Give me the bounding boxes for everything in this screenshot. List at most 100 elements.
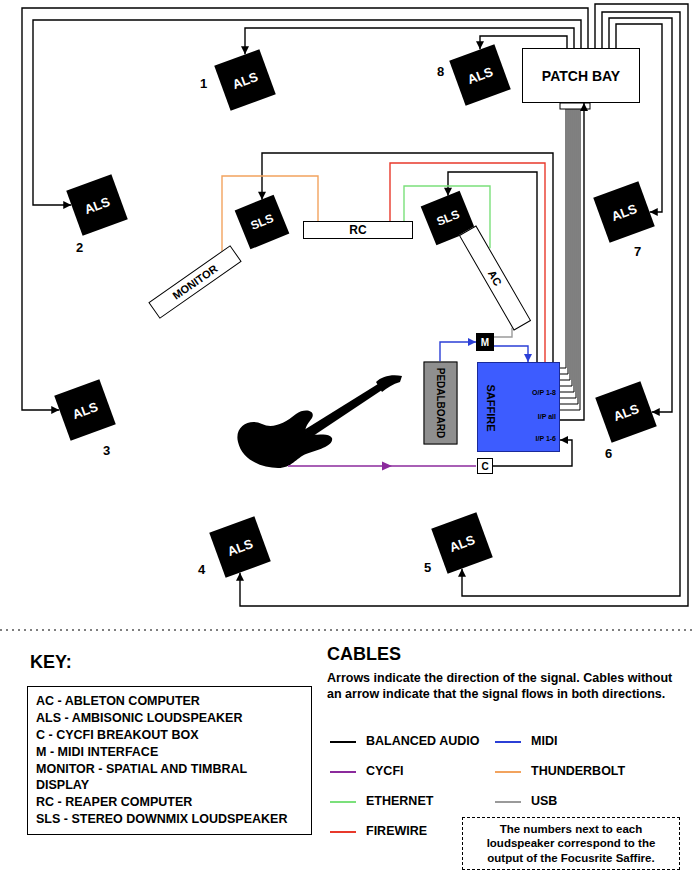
key-entry: M - MIDI INTERFACE (36, 744, 158, 761)
ambisonic-loudspeaker: ALS (209, 516, 271, 578)
cable-connector (560, 103, 584, 420)
cable-connector (440, 342, 476, 362)
node-label: SLS (435, 207, 462, 229)
computer-box: RC (303, 221, 413, 239)
arrowhead (382, 462, 392, 471)
callout-number: 6 (605, 446, 612, 461)
callout-number: 8 (437, 64, 444, 79)
node-label: ALS (230, 69, 260, 92)
node-label: AC (486, 268, 504, 288)
node-label: O/P 1-8 (532, 389, 556, 396)
legend-swatch (330, 771, 356, 773)
ambisonic-loudspeaker: ALS (66, 174, 128, 236)
node-label: ALS (611, 401, 641, 424)
node-label: ALS (225, 536, 255, 559)
arrowhead (236, 573, 244, 581)
node-label: RC (349, 223, 366, 237)
guitar-headstock (376, 375, 402, 392)
cable-connector (494, 346, 528, 362)
legend-text: THUNDERBOLT (531, 764, 625, 778)
legend-text: ETHERNET (366, 794, 433, 808)
midi-interface-box: M (476, 333, 494, 351)
legend-text: BALANCED AUDIO (366, 734, 479, 748)
key-entry: SLS - STEREO DOWNMIX LOUDSPEAKER (36, 811, 287, 828)
ambisonic-loudspeaker: ALS (595, 381, 657, 443)
cables-note: Arrows indicate the direction of the sig… (327, 670, 682, 703)
patch-bay-box: PATCH BAY (522, 48, 640, 103)
callout-number: 4 (198, 562, 205, 577)
cable-line (560, 103, 578, 404)
node-label: MONITOR (170, 262, 219, 302)
node-label: ALS (447, 532, 477, 555)
node-label: ALS (609, 201, 639, 224)
cable-bundle (560, 103, 580, 410)
cable-line (560, 103, 572, 386)
cable-connector (240, 4, 688, 606)
node-label: ALS (70, 399, 100, 422)
key-entry: MONITOR - SPATIAL AND TIMBRAL DISPLAY (36, 761, 303, 795)
ambisonic-loudspeaker: ALS (214, 49, 276, 111)
key-heading: KEY: (30, 652, 72, 673)
cable-line (560, 103, 574, 392)
note-box: The numbers next to each loudspeaker cor… (462, 817, 680, 870)
legend-swatch (330, 831, 356, 833)
node-label: SLS (249, 211, 276, 233)
legend-text: USB (531, 794, 557, 808)
cable-connector (462, 12, 680, 596)
arrowhead (652, 408, 660, 416)
cable-connector (494, 328, 512, 337)
legend-text: CYCFI (366, 764, 404, 778)
cable-line (560, 103, 570, 380)
legend-swatch (330, 741, 356, 743)
breakout-box: C (477, 458, 493, 474)
note-text: The numbers next to each loudspeaker cor… (471, 822, 671, 865)
cable-connector (33, 20, 581, 205)
pedalboard-box: PEDALBOARD (423, 362, 457, 445)
node-label: SAFFIRE (485, 384, 497, 431)
guitar-neck (304, 384, 382, 438)
legend-swatch (495, 771, 521, 773)
stereo-loudspeaker: SLS (235, 195, 290, 250)
callout-number: 3 (103, 443, 110, 458)
arrowhead (650, 208, 658, 216)
cable-connector (22, 8, 588, 410)
monitor-box: MONITOR (148, 245, 241, 319)
arrowhead (580, 103, 588, 111)
audio-interface-box: SAFFIREO/P 1-8I/P allI/P 1-6 (477, 362, 560, 452)
ambisonic-loudspeaker: ALS (54, 379, 116, 441)
cable-connector (222, 176, 318, 251)
key-entry: RC - REAPER COMPUTER (36, 794, 192, 811)
cable-line (560, 103, 576, 398)
ambisonic-loudspeaker: ALS (593, 181, 655, 243)
guitar-body (237, 411, 332, 468)
cable-line (560, 103, 566, 368)
callout-number: 1 (200, 76, 207, 91)
key-entry: C - CYCFI BREAKOUT BOX (36, 727, 199, 744)
legend-text: MIDI (531, 734, 557, 748)
key-entry: AC - ABLETON COMPUTER (36, 693, 200, 710)
node-label: ALS (465, 64, 495, 87)
cable-line (560, 103, 580, 410)
legend-text: FIREWIRE (366, 824, 427, 838)
legend-swatch (495, 741, 521, 743)
legend-swatch (330, 801, 356, 803)
cable-line (560, 103, 568, 374)
key-entry: ALS - AMBISONIC LOUDSPEAKER (36, 710, 243, 727)
key-box: AC - ABLETON COMPUTERALS - AMBISONIC LOU… (27, 686, 312, 835)
arrowhead (524, 354, 532, 362)
callout-number: 7 (634, 244, 641, 259)
cables-heading: CABLES (327, 644, 401, 665)
arrowhead (560, 436, 568, 444)
callout-number: 2 (76, 240, 83, 255)
node-label: PATCH BAY (542, 68, 620, 84)
node-label: PEDALBOARD (435, 368, 446, 439)
ambisonic-loudspeaker: ALS (449, 44, 511, 106)
computer-box: AC (459, 225, 531, 330)
arrowhead (458, 569, 466, 577)
callout-number: 5 (424, 560, 431, 575)
cable-connector (262, 153, 553, 362)
node-label: M (481, 337, 489, 348)
separator-line (0, 629, 692, 631)
arrowhead (468, 338, 476, 346)
